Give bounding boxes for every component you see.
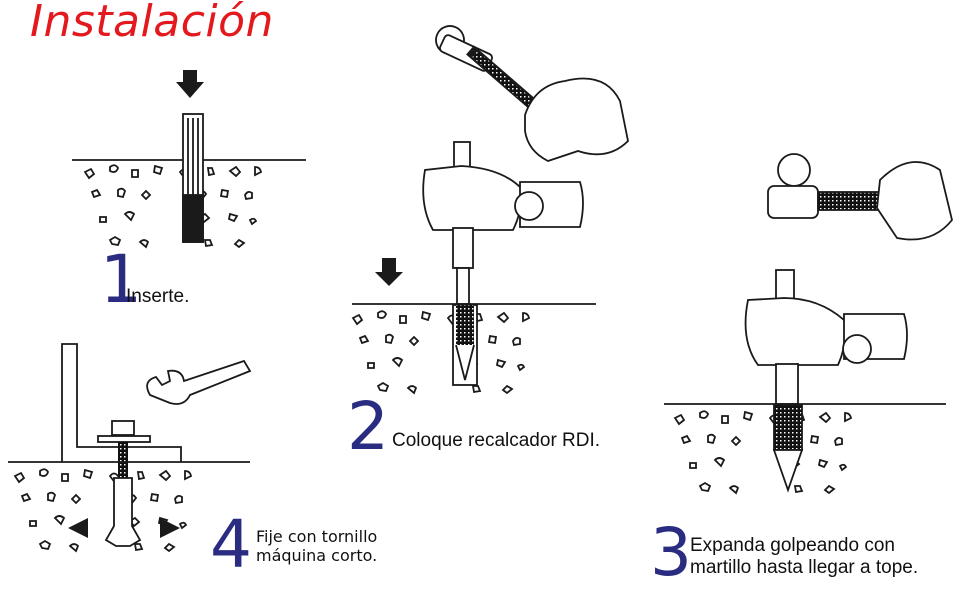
step1-text-line: Inserte. xyxy=(126,286,190,307)
step1-text: Inserte. xyxy=(126,286,189,308)
step2-text-line: Coloque recalcador RDI. xyxy=(392,430,601,451)
step2-number: 2 xyxy=(347,388,389,465)
step4-text-line2: máquina corto. xyxy=(256,546,378,565)
step2-illustration xyxy=(352,25,629,394)
page-title: Instalación xyxy=(30,0,274,47)
arrow-down-icon xyxy=(375,258,403,286)
step3-text: Expanda golpeando con martillo hasta lle… xyxy=(690,535,918,579)
step3-text-line2: martillo hasta llegar a tope. xyxy=(690,557,919,578)
arrow-down-icon xyxy=(176,70,204,98)
step4-illustration xyxy=(8,343,252,552)
step4-number: 4 xyxy=(210,506,252,583)
step2-text: Coloque recalcador RDI. xyxy=(392,430,600,452)
step3-illustration xyxy=(664,153,953,494)
step4-text-line1: Fije con tornillo xyxy=(256,527,378,546)
step1-illustration xyxy=(72,70,306,248)
step4-text: Fije con tornillo máquina corto. xyxy=(256,527,377,565)
step3-number: 3 xyxy=(650,514,692,591)
step3-text-line1: Expanda golpeando con xyxy=(690,535,895,556)
step1-number: 1 xyxy=(100,241,142,318)
